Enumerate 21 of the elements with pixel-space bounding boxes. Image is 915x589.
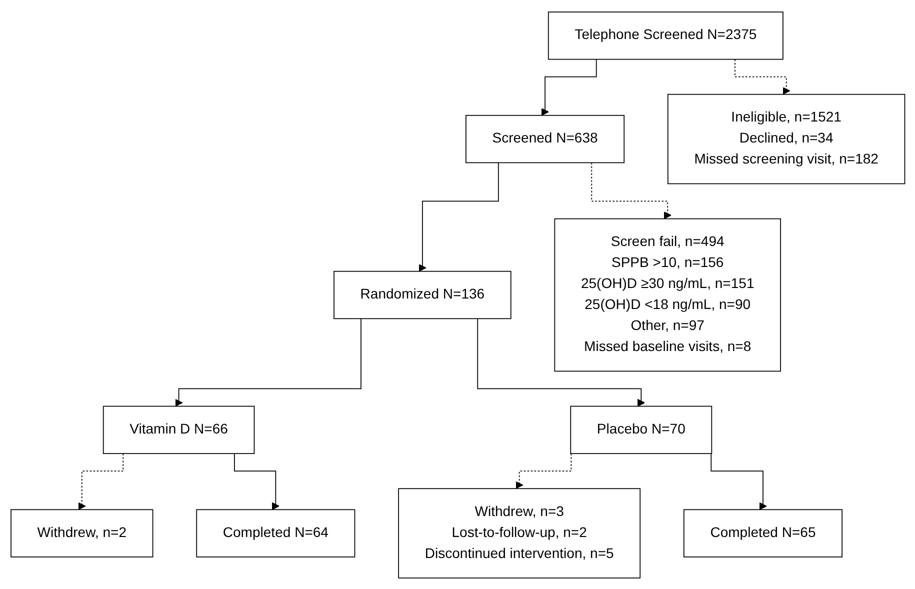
arrow xyxy=(590,162,672,219)
node-box: Ineligible, n=1521 Declined, n=34 Missed screening visit, n=182 xyxy=(667,93,905,184)
node-box: Telephone Screened N=2375 xyxy=(548,11,783,60)
node-box: Screen fail, n=494 SPPB >10, n=156 25(OH)D ≥30 ng/mL, n=151 25(OH)D <18 ng/mL, n=90 Other, n=97 Missed baseline visits, n=8 xyxy=(554,218,781,372)
node-box: Randomized N=136 xyxy=(333,270,511,319)
arrow xyxy=(418,162,498,272)
arrow xyxy=(540,58,596,116)
arrow xyxy=(476,318,645,406)
node-box: Withdrew, n=3 Lost-to-follow-up, n=2 Discontinued intervention, n=5 xyxy=(398,488,640,578)
arrow xyxy=(234,452,280,510)
arrow xyxy=(734,58,790,94)
node-box: Completed N=64 xyxy=(196,508,355,557)
node-box: Placebo N=70 xyxy=(570,405,712,454)
arrow xyxy=(174,318,361,406)
arrow xyxy=(78,452,124,510)
node-box: Screened N=638 xyxy=(465,114,624,163)
node-box: Withdrew, n=2 xyxy=(10,508,153,557)
arrow xyxy=(515,452,572,488)
arrow xyxy=(710,452,766,510)
node-box: Vitamin D N=66 xyxy=(102,405,254,454)
node-box: Completed N=65 xyxy=(683,508,842,557)
